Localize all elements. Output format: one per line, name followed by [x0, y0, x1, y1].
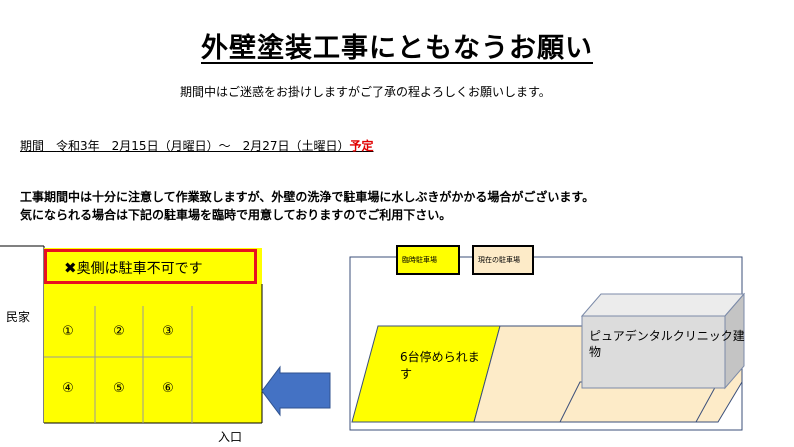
parking-spot-3: ③: [162, 324, 174, 339]
period-range: 令和3年 2月15日（月曜日）～ 2月27日（土曜日）: [56, 139, 350, 153]
period-label: 期間: [20, 139, 45, 153]
no-parking-notice: ✖奥側は駐車不可です: [64, 258, 203, 278]
page-subtitle: 期間中はご迷惑をお掛けしますがご了承の程よろしくお願いします。: [180, 85, 551, 99]
parking-spot-1: ①: [62, 324, 74, 339]
clinic-building-top: [580, 293, 746, 317]
parking-spot-5: ⑤: [113, 381, 125, 396]
direction-arrow: [261, 365, 331, 417]
period-status: 予定: [349, 139, 374, 153]
page-title: 外壁塗装工事にともなうお願い: [201, 33, 593, 64]
construction-period: 期間 令和3年 2月15日（月曜日）～ 2月27日（土曜日）予定: [20, 137, 374, 154]
notice-line-2: 気になられる場合は下記の駐車場を臨時で用意しておりますのでご利用下さい。: [20, 208, 452, 222]
cross-icon: ✖: [64, 259, 77, 277]
notice-line-1: 工事期間中は十分に注意して作業致しますが、外壁の洗浄で駐車場に水しぶきがかかる場…: [20, 190, 595, 204]
no-parking-text: 奥側は駐車不可です: [76, 261, 203, 277]
temporary-lot-capacity: 6台停められます: [400, 350, 480, 381]
entrance-label: 入口: [218, 430, 243, 444]
parking-spot-6: ⑥: [162, 381, 174, 396]
neighbor-house-label: 民家: [6, 310, 31, 324]
parking-spot-2: ②: [113, 324, 125, 339]
clinic-building-label: ピュアデンタルクリニック建物: [589, 329, 745, 359]
clinic-building-front: [581, 315, 726, 389]
legend-temporary-parking: 臨時駐車場: [396, 245, 460, 275]
parking-spot-4: ④: [62, 381, 74, 396]
no-parking-banner: [44, 249, 257, 284]
legend-current-parking: 現在の駐車場: [472, 245, 534, 275]
parking-spot-grid: [44, 306, 193, 423]
right-parking-map: [349, 256, 746, 431]
